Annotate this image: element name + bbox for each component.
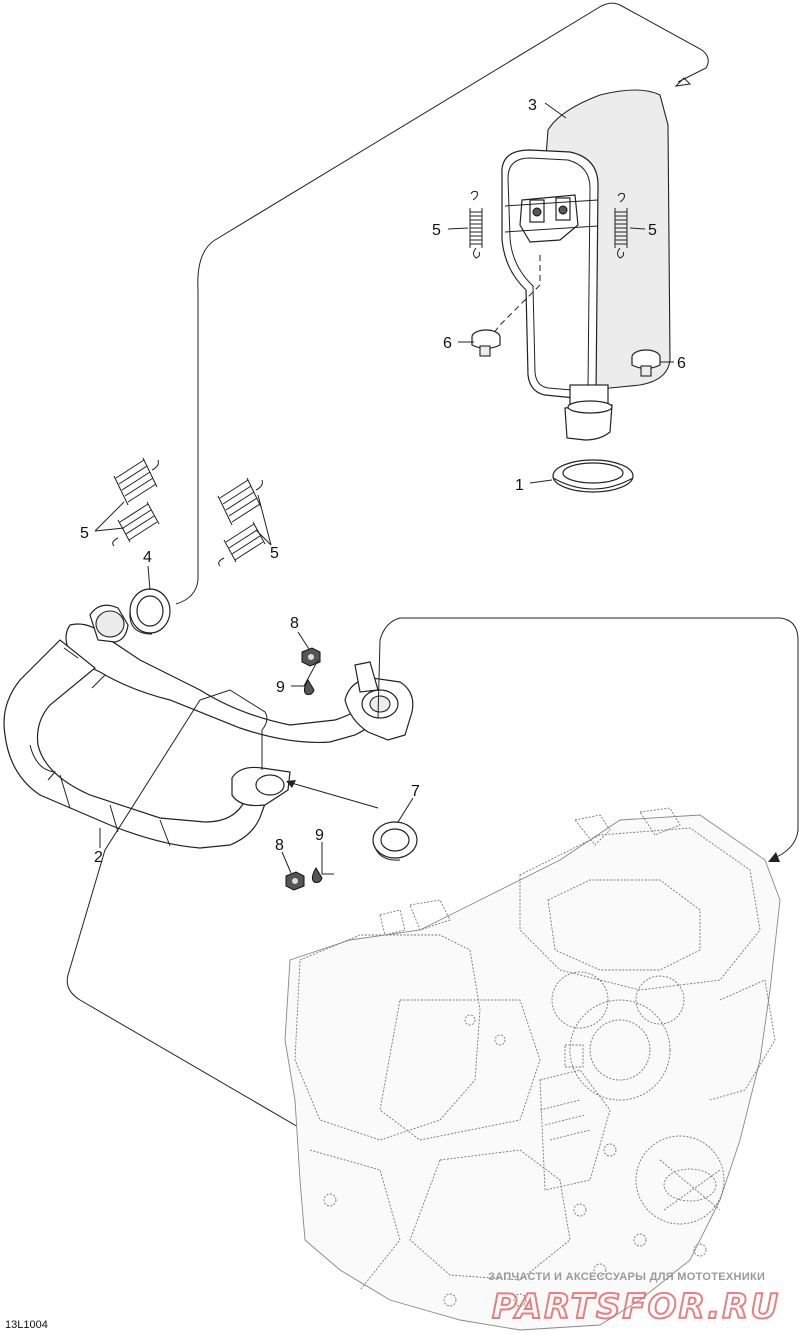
callout-7: 7 [411,783,420,800]
figure-code: 13L1004 [5,1319,48,1331]
callout-3: 3 [528,97,537,114]
engine-assembly [284,807,781,1331]
callout-8-upper: 8 [290,615,299,632]
muffler [489,89,671,441]
spring-pipe-3 [217,477,263,526]
muffler-outline-frame [175,2,709,605]
callout-5-muffler-left: 5 [432,222,441,239]
washer-upper [303,679,315,695]
callout-6-right: 6 [677,355,686,372]
nut-lower [285,871,305,891]
washer-lower [311,867,323,883]
callout-4: 4 [143,549,152,566]
callout-9-lower: 9 [315,827,324,844]
watermark-brand: PARTSFOR.RU [492,1287,780,1327]
spring-muffler-right [614,192,628,259]
grommet-left [471,329,501,357]
gasket-pipe [129,588,171,635]
spring-pipe-1 [113,457,159,506]
spring-muffler-left [469,190,483,259]
callout-9-upper: 9 [276,679,285,696]
callout-5-pipe-left: 5 [80,525,89,542]
spring-pipe-4 [218,521,266,567]
callout-5-muffler-right: 5 [648,222,657,239]
callout-1: 1 [515,477,524,494]
watermark-subtitle: ЗАПЧАСТИ И АКСЕССУАРЫ ДЛЯ МОТОТЕХНИКИ [488,1271,765,1283]
callout-8-lower: 8 [275,837,284,854]
gasket-muffler [552,459,634,493]
callout-2: 2 [94,849,103,866]
gasket-engine [372,821,418,861]
callout-5-pipe-right: 5 [270,545,279,562]
leader-lines [94,102,674,875]
exhaust-pipe [3,604,414,849]
nut-upper [301,647,321,667]
spring-pipe-2 [112,501,160,547]
grommet-right [631,349,661,377]
callout-6-left: 6 [443,335,452,352]
